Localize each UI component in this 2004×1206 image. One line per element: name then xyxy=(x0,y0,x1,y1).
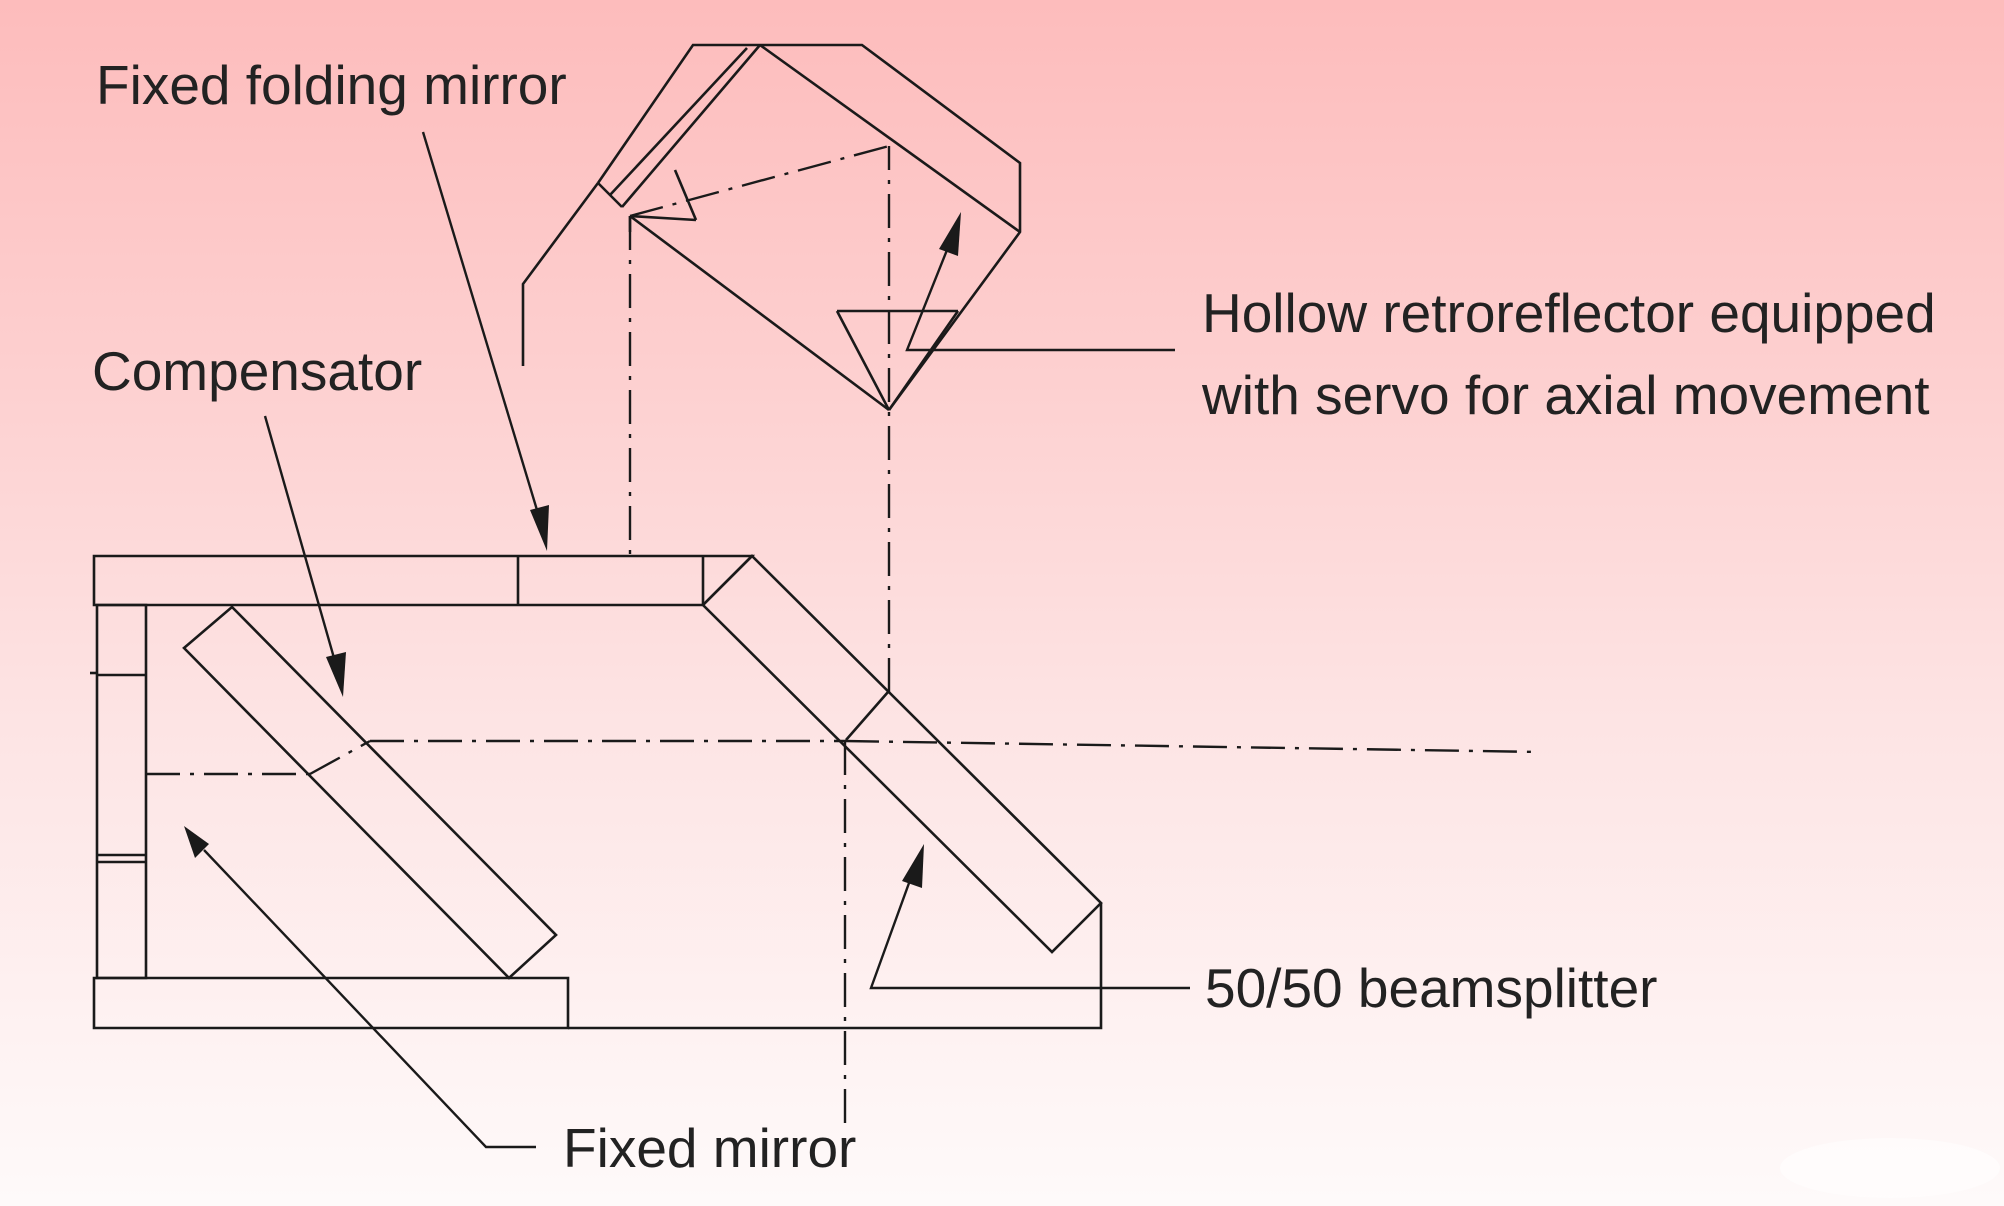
housing-bottom-right-outline xyxy=(568,903,1103,1030)
beam-compensator-transit xyxy=(309,739,371,776)
label-retroreflector-line2: with servo for axial movement xyxy=(1201,364,1930,426)
retroreflector-ridge xyxy=(759,43,1021,234)
label-fixed-folding-mirror: Fixed folding mirror xyxy=(96,54,567,116)
housing-bottom-plate xyxy=(92,976,570,1030)
arrowhead-fixed-folding-mirror xyxy=(530,505,549,551)
label-beamsplitter: 50/50 beamsplitter xyxy=(1205,957,1658,1019)
retroreflector-inner-triangle-top xyxy=(629,214,697,222)
watermark-blur xyxy=(1780,1138,2000,1198)
arrowhead-beamsplitter xyxy=(902,844,924,888)
leader-fixed-mirror xyxy=(203,849,536,1149)
retroreflector-mirror-face-b xyxy=(621,44,761,208)
arrowhead-compensator xyxy=(326,652,346,697)
retroreflector-apex-left xyxy=(835,310,891,411)
leader-retroreflector xyxy=(905,239,1175,352)
housing-left-wall xyxy=(95,603,148,980)
leader-beamsplitter xyxy=(869,871,1190,990)
leader-fixed-folding-mirror xyxy=(421,131,542,521)
arrowhead-retroreflector xyxy=(939,212,961,256)
leader-compensator xyxy=(263,415,338,666)
beam-paths xyxy=(146,144,1541,1130)
housing-top-plate xyxy=(92,554,756,607)
retroreflector-apex-right xyxy=(887,310,960,411)
beam-retroreflector-diagonal xyxy=(629,144,890,218)
compensator-plate xyxy=(182,605,558,980)
label-retroreflector-line1: Hollow retroreflector equipped xyxy=(1202,282,1936,344)
retroreflector xyxy=(521,43,1022,412)
retroreflector-left-wing xyxy=(521,182,600,366)
retroreflector-lower-face xyxy=(629,214,890,412)
retroreflector-mirror-face-a xyxy=(609,47,748,196)
housing xyxy=(90,554,1103,1030)
retroreflector-left-edge xyxy=(597,182,623,208)
leaders xyxy=(184,131,1190,1149)
arrowhead-fixed-mirror xyxy=(184,826,209,858)
beamsplitter-plate xyxy=(701,554,1103,954)
label-compensator: Compensator xyxy=(92,340,422,402)
retroreflector-inner-triangle-side xyxy=(673,169,698,221)
label-fixed-mirror: Fixed mirror xyxy=(563,1117,856,1179)
beamsplitter-plate-divider xyxy=(845,691,889,741)
retroreflector-upper-housing xyxy=(596,43,1022,411)
